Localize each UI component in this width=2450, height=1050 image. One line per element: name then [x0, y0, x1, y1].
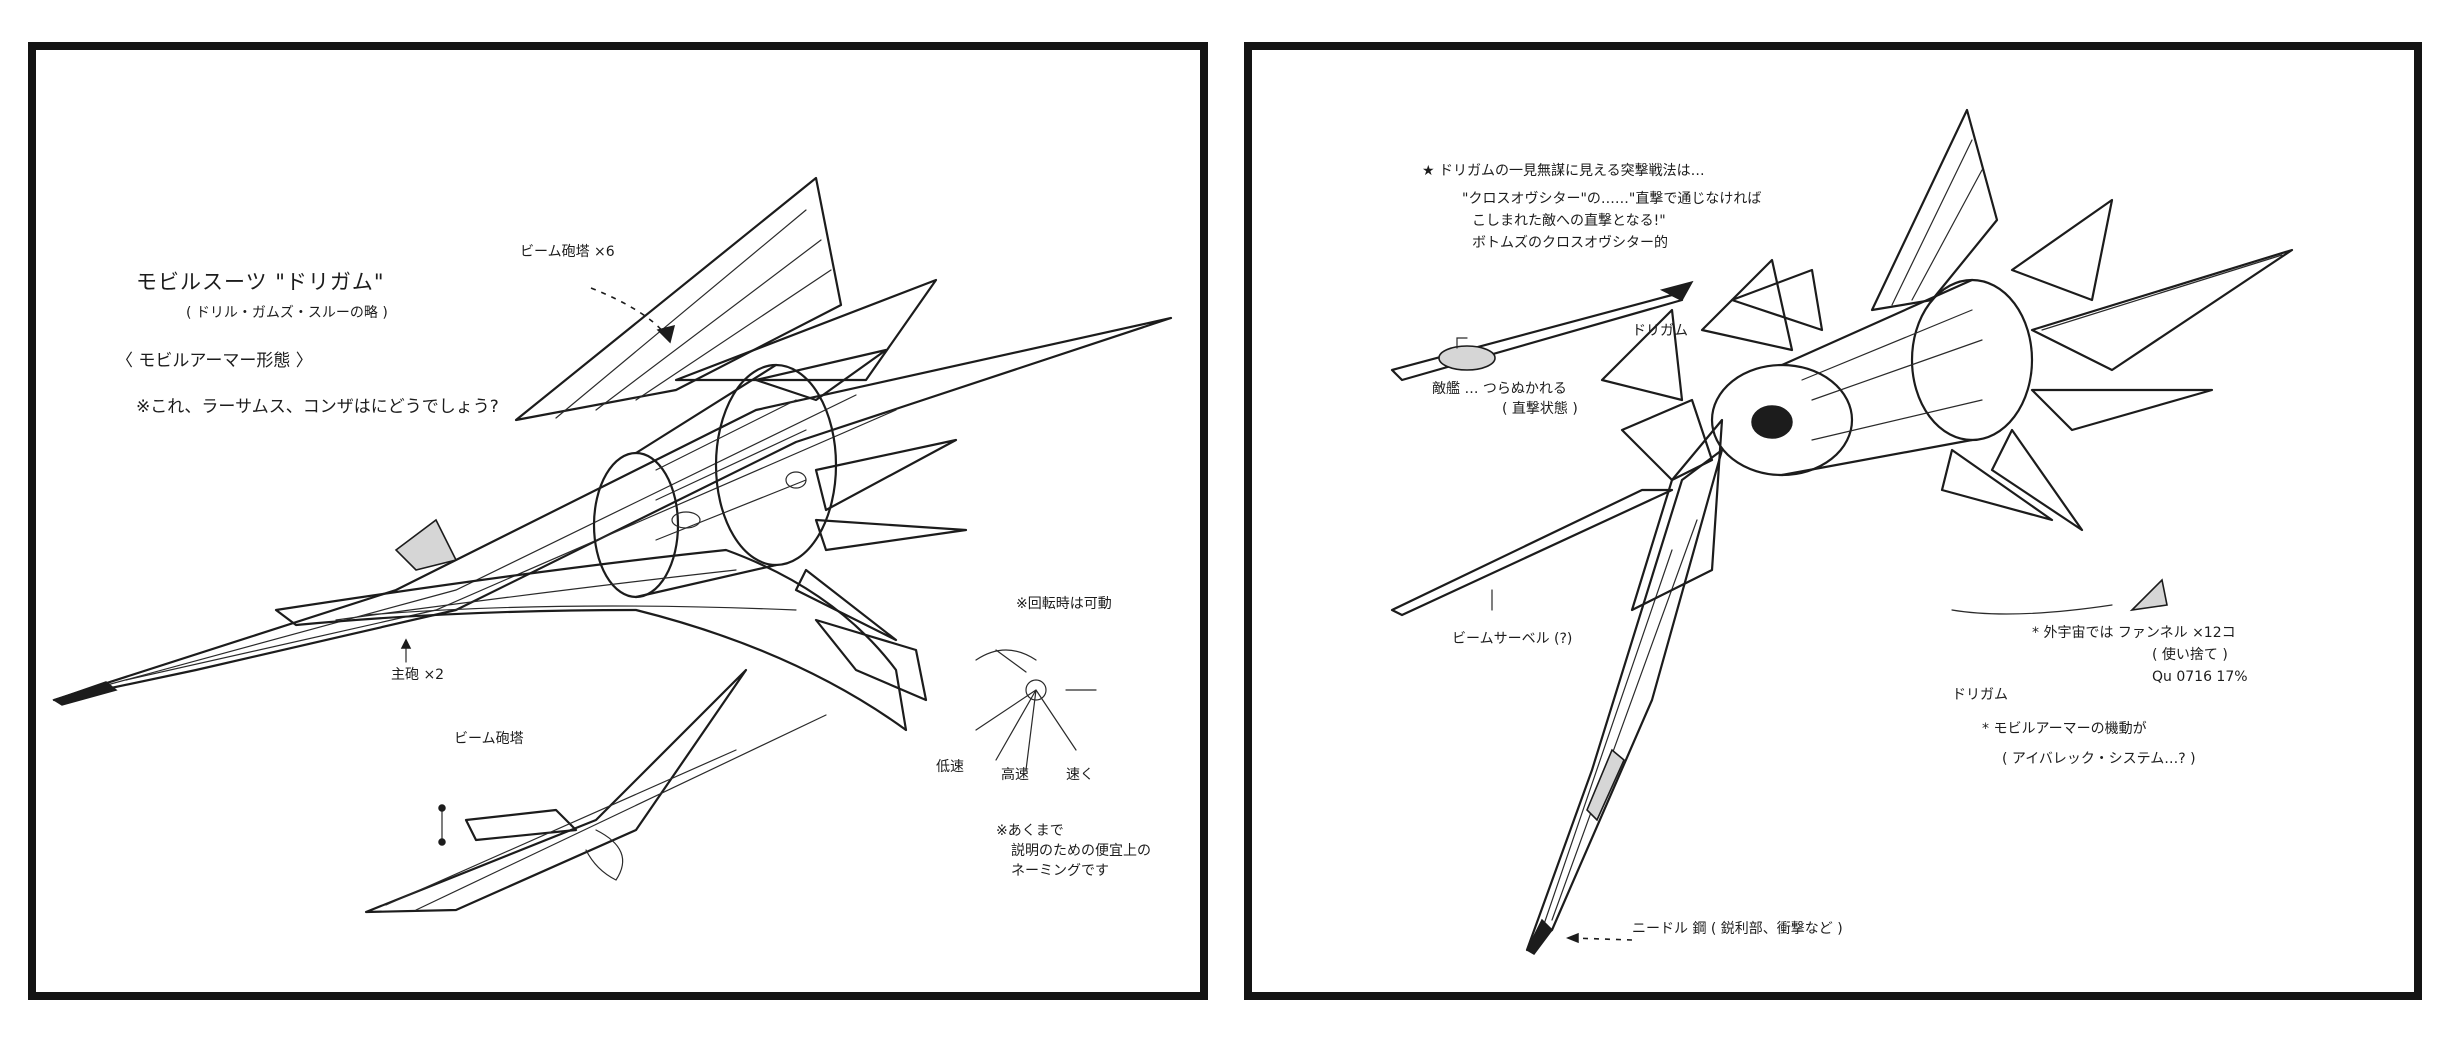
right-sketch-panel: ★ ドリガムの一見無謀に見える突撃戦法は… "クロスオヴシター"の……"直撃で通… [1244, 42, 2422, 1000]
mobile-armor-mode-subnote: ( アイバレック・システム…? ) [2002, 751, 2196, 767]
disclaimer-line-2: 説明のための便宜上の [1011, 843, 1151, 859]
funnel-line-1: * 外宇宙では ファンネル ×12コ [2032, 625, 2236, 641]
left-sketch-panel: モビルスーツ "ドリガム" ( ドリル・ガムズ・スルーの略 ) 〈 モビルアーマ… [28, 42, 1208, 1000]
enemy-sublabel: ( 直撃状態 ) [1502, 401, 1578, 417]
mobile-armor-mode-label: 〈 モビルアーマー形態 〉 [116, 351, 313, 371]
speed-low-label: 低速 [936, 759, 964, 775]
beam-cannon-small-label: ビーム砲塔 [454, 731, 524, 747]
main-gun-label: 主砲 ×2 [391, 667, 445, 683]
funnel-line-2: ( 使い捨て ) [2152, 647, 2228, 663]
drigam-label: ドリガム [1952, 687, 2008, 703]
beam-cannon-top-label: ビーム砲塔 ×6 [520, 244, 615, 260]
mobile-suit-title: モビルスーツ "ドリガム" [136, 270, 385, 294]
drigam-attack-diagram-sketch [1390, 108, 2294, 955]
heading-line-4: ボトムズのクロスオヴシター的 [1472, 235, 1668, 251]
funnel-line-3: Qu 0716 17% [2152, 669, 2248, 685]
drigam-mobile-armor-sketch [52, 176, 1173, 914]
rotation-note: ※回転時は可動 [1016, 596, 1112, 612]
speed-fast-label: 速く [1066, 767, 1094, 783]
mobile-armor-mode-note: * モビルアーマーの機動が [1982, 721, 2147, 737]
heading-line-3: こしまれた敵への直撃となる!" [1472, 213, 1666, 229]
question-note: ※これ、ラーサムス、コンザはにどうでしょう? [136, 397, 499, 417]
speed-mid-label: 高速 [1001, 767, 1029, 783]
beam-saber-label: ビームサーベル (?) [1452, 631, 1573, 647]
enemy-label: 敵艦 … つらぬかれる [1432, 381, 1567, 397]
mobile-suit-subtitle: ( ドリル・ガムズ・スルーの略 ) [186, 305, 388, 321]
heading-line-2: "クロスオヴシター"の……"直撃で通じなければ [1462, 191, 1762, 207]
heading-line-1: ★ ドリガムの一見無謀に見える突撃戦法は… [1422, 163, 1705, 179]
drill-label: ドリガム [1632, 323, 1688, 339]
nose-label: ニードル 鋼 ( 鋭利部、衝撃など ) [1632, 921, 1843, 937]
disclaimer-line-3: ネーミングです [1011, 863, 1109, 879]
disclaimer-line-1: ※あくまで [996, 823, 1064, 839]
